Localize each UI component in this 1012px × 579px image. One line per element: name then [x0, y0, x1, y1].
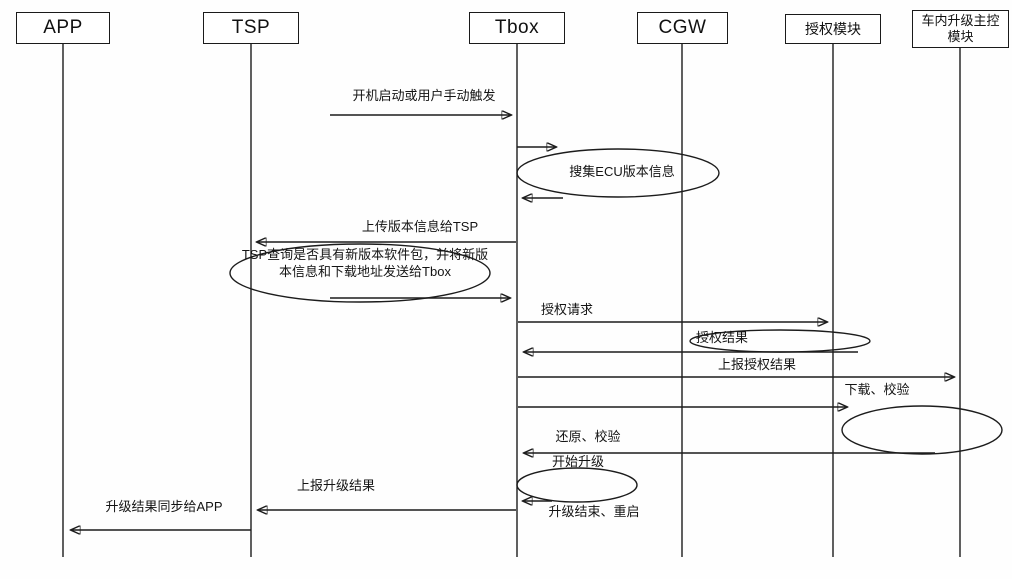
participant-cgw-label: CGW: [658, 17, 707, 38]
participant-tbox: Tbox: [469, 12, 565, 44]
participant-tsp-label: TSP: [231, 17, 271, 38]
message-restore-verify: 还原、校验: [555, 429, 621, 444]
participant-auth-module-label: 授权模块: [805, 21, 861, 37]
message-sync-result-to-app: 升级结果同步给APP: [105, 499, 223, 514]
participant-app-label: APP: [43, 17, 83, 38]
message-report-upgrade-result: 上报升级结果: [296, 478, 376, 493]
message-boot-trigger: 开机启动或用户手动触发: [352, 88, 496, 103]
participant-tbox-label: Tbox: [494, 17, 540, 38]
participant-vehicle-upgrade-module: 车内升级主控模块: [912, 10, 1009, 48]
participant-cgw: CGW: [637, 12, 728, 44]
lifelines: [62, 44, 961, 557]
message-upgrade-finish-reboot: 升级结束、重启: [548, 504, 640, 519]
participant-vehicle-upgrade-module-label: 车内升级主控模块: [921, 13, 1000, 44]
loop-tsp-query: [229, 243, 491, 303]
participant-auth-module: 授权模块: [785, 14, 881, 44]
participant-app: APP: [16, 12, 110, 44]
message-tsp-query-new-version: TSP查询是否具有新版本软件包，并将新版本信息和下载地址发送给Tbox: [241, 247, 489, 279]
message-auth-result: 授权结果: [695, 330, 749, 345]
message-arrows: [71, 115, 1003, 530]
message-upload-version-to-tsp: 上传版本信息给TSP: [361, 219, 479, 234]
message-download-verify: 下载、校验: [844, 382, 910, 397]
message-report-auth-result: 上报授权结果: [717, 357, 797, 372]
loop-start-upgrade: [516, 467, 638, 503]
message-collect-ecu-info: 搜集ECU版本信息: [569, 164, 675, 179]
participant-tsp: TSP: [203, 12, 299, 44]
loop-download-verify: [841, 405, 1003, 455]
loop-collect-ecu: [516, 148, 720, 198]
message-auth-request: 授权请求: [540, 302, 594, 317]
message-start-upgrade: 开始升级: [551, 454, 605, 469]
